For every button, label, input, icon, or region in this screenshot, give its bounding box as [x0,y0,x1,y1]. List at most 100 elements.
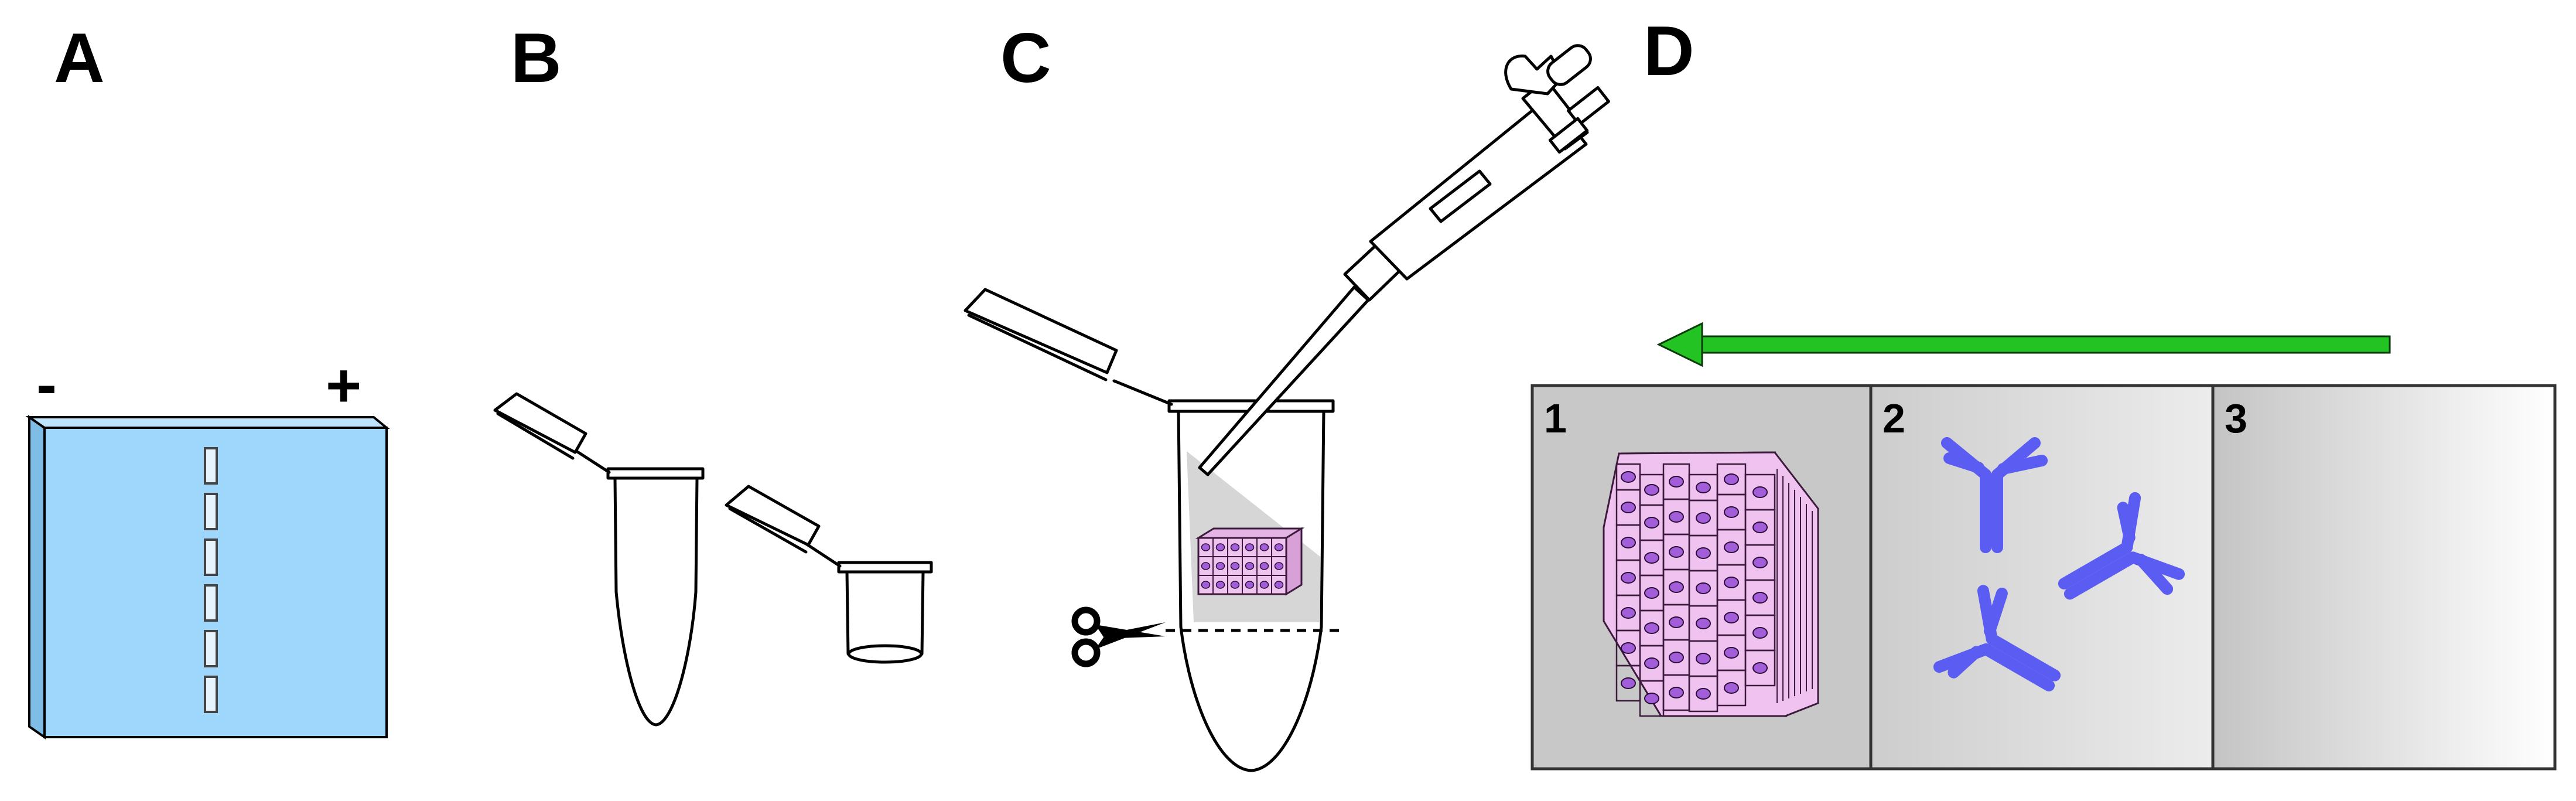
cell-nucleus [1621,642,1636,654]
plus-pole-label: + [326,352,361,420]
tube-lid-edge [496,412,575,460]
cell-nucleus [1696,547,1711,559]
cell-nucleus [1724,682,1739,694]
gel-well [204,630,218,667]
mini-cell-nucleus [1274,562,1284,570]
panel-b: B [493,19,933,727]
tube-body [613,476,699,727]
gel-well [204,676,218,713]
cell-nucleus [1696,688,1711,700]
mini-cell-nucleus [1230,543,1240,551]
cell-nucleus [1696,618,1711,629]
panel-d: D 1 2 3 [1530,12,2557,771]
cell-nucleus [1669,687,1684,698]
mini-cell-nucleus [1201,562,1211,570]
mini-cell-nucleus [1245,581,1255,589]
cup-bottom [847,644,923,664]
cell-nucleus [1724,541,1739,553]
gel-well [204,447,218,485]
pipette-ejector-2 [1548,117,1589,154]
panel-a: A - + [25,19,390,739]
microcentrifuge-tube-closed-tip [493,392,705,727]
mini-cell-nucleus [1215,581,1225,589]
mini-cell-nucleus [1215,562,1225,570]
lane-2-number: 2 [1883,396,1905,441]
lane-3-number: 3 [2225,396,2247,441]
pipette-window [1429,169,1492,223]
cut-tube-cup [725,485,933,664]
antibody-icon [1941,437,2048,553]
cell-nucleus [1696,653,1711,664]
cell-nucleus [1669,581,1684,593]
gel-well [204,584,218,622]
cell-nucleus [1724,612,1739,623]
cell-nucleus [1724,647,1739,659]
minus-pole-label: - [36,350,57,419]
tube-hinge [569,446,611,474]
mini-cell-nucleus [1259,562,1269,570]
cell-nucleus [1621,471,1636,483]
cell-nucleus [1752,662,1768,674]
panel-c-label: C [1000,19,1051,97]
mini-cell-nucleus [1215,543,1225,551]
cell-nucleus [1621,502,1636,513]
cell-nucleus [1696,512,1711,524]
antibody-icon [2058,492,2185,600]
pipette-icon [1198,44,1610,476]
panel-b-label: B [511,19,562,97]
tube-lid-large-edge [967,313,1108,381]
mini-cell-nucleus [1259,543,1269,551]
cell-nucleus [1669,476,1684,488]
cell-nucleus [1621,572,1636,584]
cell-nucleus [1644,552,1659,564]
panel-c: C [964,19,1610,772]
gel-slab [25,415,390,739]
tube-lid-large [964,288,1118,374]
gel-slab-side [28,415,46,739]
cell-nucleus [1752,521,1768,533]
mini-cell-nucleus [1201,581,1211,589]
cell-nucleus [1669,652,1684,663]
cup-lid [725,485,821,547]
antibody-icon [1933,585,2061,691]
cell-nucleus [1644,657,1659,669]
cell-nucleus [1644,587,1659,599]
gel-well [204,493,218,530]
panel-d-label: D [1644,12,1694,90]
mini-cell-nucleus [1201,543,1211,551]
gel-wells [204,447,218,713]
cup-rim [837,561,933,574]
mini-cell-nucleus [1230,562,1240,570]
pipette-plunger-button [1546,44,1592,86]
cell-nucleus [1752,486,1768,498]
tissue-cell [1744,649,1776,687]
cell-nucleus [1644,484,1659,496]
gel-slab-top [25,416,390,429]
lane-1-number: 1 [1544,396,1567,441]
mini-cell-nucleus [1245,562,1255,570]
tissue-cells [1615,463,1813,717]
cell-nucleus [1724,506,1739,518]
cell-nucleus [1621,677,1636,689]
scissors-icon [1071,606,1166,667]
cell-nucleus [1724,473,1739,485]
antibodies [1933,437,2185,691]
cell-nucleus [1669,511,1684,523]
tissue-block-large [1603,451,1819,717]
cell-nucleus [1752,627,1768,639]
cell-nucleus [1621,537,1636,548]
mini-cell-nucleus [1245,543,1255,551]
migration-arrow [1656,322,2391,367]
cell-nucleus [1644,622,1659,634]
lane-3 [2211,384,2557,771]
mini-cell-nucleus [1274,581,1284,589]
cell-nucleus [1752,592,1768,604]
cell-nucleus [1696,482,1711,493]
cell-nucleus [1644,693,1659,704]
cell-nucleus [1696,582,1711,594]
mini-tissue-cell [1271,575,1287,595]
cell-nucleus [1644,517,1659,529]
tissue-cell [1716,669,1747,707]
cell-nucleus [1724,577,1739,588]
cell-nucleus [1669,546,1684,558]
